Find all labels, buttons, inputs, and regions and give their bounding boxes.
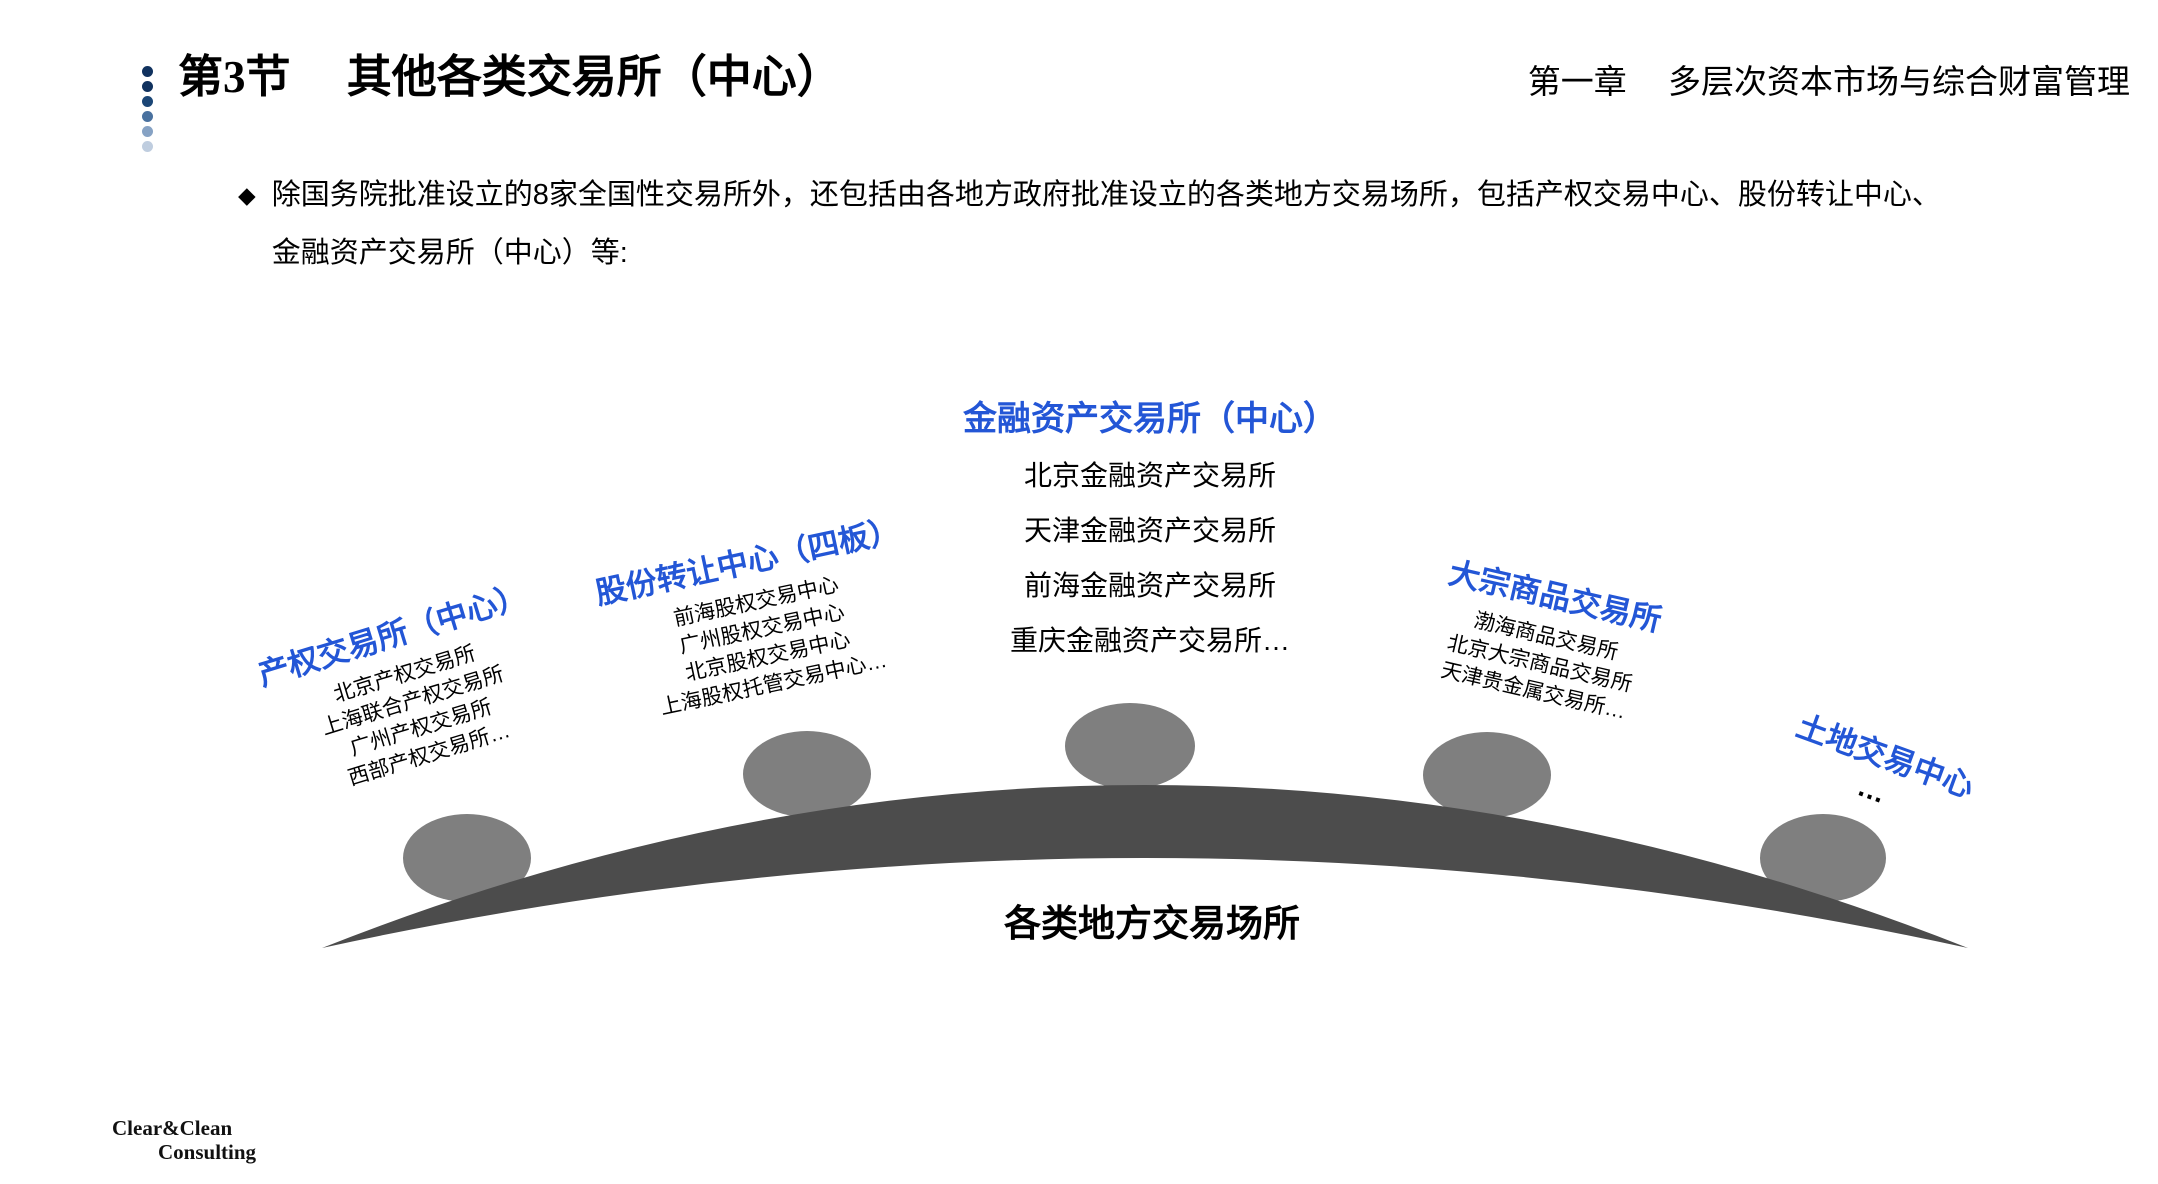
- accent-dot: [142, 96, 153, 107]
- support-ellipse-4: [1423, 732, 1551, 818]
- company-logo: Clear&Clean Consulting: [112, 1116, 256, 1164]
- diamond-bullet-icon: ◆: [238, 182, 256, 208]
- logo-line2: Consulting: [158, 1140, 257, 1165]
- accent-dot: [142, 81, 153, 92]
- logo-line1: Clear&Clean: [112, 1116, 233, 1140]
- group-item: 前海金融资产交易所: [1023, 570, 1276, 601]
- group-item: 重庆金融资产交易所…: [1009, 625, 1290, 656]
- support-ellipse-1: [403, 814, 531, 902]
- arc-base-label: 各类地方交易场所: [1004, 903, 1300, 944]
- group-title: 金融资产交易所（中心）: [963, 400, 1337, 438]
- group-item-list: 北京金融资产交易所 天津金融资产交易所 前海金融资产交易所 重庆金融资产交易所…: [925, 448, 1375, 668]
- accent-dot: [142, 111, 153, 122]
- group-item: 北京金融资产交易所: [1023, 460, 1276, 491]
- group-financial-asset-exchanges: 金融资产交易所（中心） 北京金融资产交易所 天津金融资产交易所 前海金融资产交易…: [925, 398, 1375, 668]
- intro-text: 除国务院批准设立的8家全国性交易所外，还包括由各地方政府批准设立的各类地方交易场…: [271, 179, 1941, 269]
- intro-bullet-block: ◆ 除国务院批准设立的8家全国性交易所外，还包括由各地方政府批准设立的各类地方交…: [238, 166, 1968, 282]
- support-ellipse-5: [1760, 814, 1886, 902]
- slide-accent-dots-icon: [142, 66, 153, 152]
- section-title: 第3节 其他各类交易所（中心）: [178, 52, 842, 102]
- arc-base-shape: [322, 785, 1968, 948]
- chapter-title: 第一章 多层次资本市场与综合财富管理: [1527, 65, 2130, 101]
- accent-dot: [142, 141, 153, 152]
- accent-dot: [142, 126, 153, 137]
- group-item: 天津金融资产交易所: [1023, 515, 1276, 546]
- support-ellipse-3: [1065, 703, 1195, 789]
- accent-dot: [142, 66, 153, 77]
- support-ellipse-2: [743, 731, 871, 817]
